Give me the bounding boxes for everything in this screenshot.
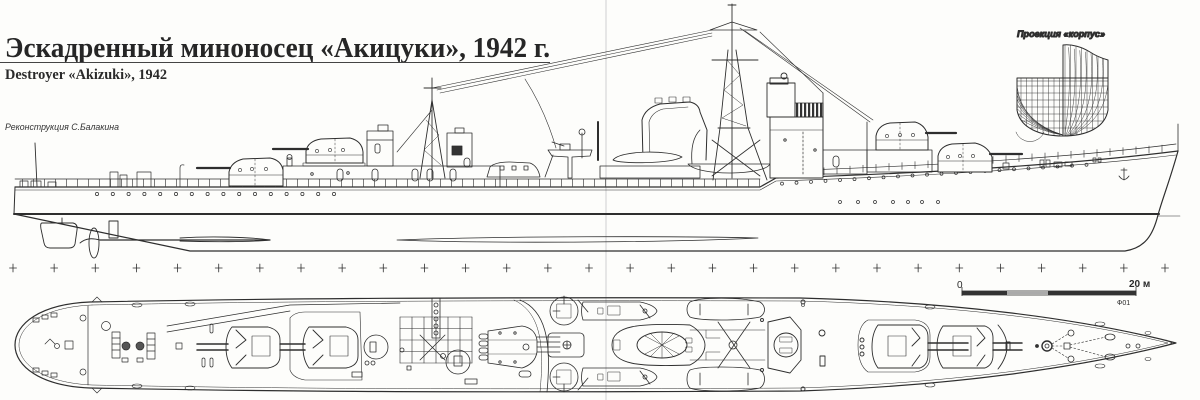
cutter-boats-plan	[581, 301, 658, 387]
scale-bar: 0 20 м Ф01	[957, 279, 1150, 307]
station-marker	[91, 263, 100, 273]
station-marker	[667, 263, 676, 273]
plan-hull-outline	[14, 297, 1177, 393]
station-marker	[708, 263, 717, 273]
gun-turret-2-plan	[857, 319, 969, 373]
station-marker	[1078, 263, 1087, 273]
title-english: Destroyer «Akizuki», 1942	[5, 67, 167, 83]
aft-searchlight-plan	[351, 334, 389, 378]
station-marker	[914, 263, 923, 273]
station-marker	[297, 263, 305, 273]
foremast-plan	[689, 321, 766, 369]
aft-mast	[396, 77, 446, 179]
station-marker	[790, 263, 799, 273]
funnel-plan	[611, 323, 706, 367]
station-marker	[1161, 263, 1169, 273]
scale-start-label: 0	[957, 280, 963, 291]
station-marker	[379, 263, 388, 273]
station-marker	[420, 263, 429, 273]
station-marker	[502, 263, 511, 273]
funnel-side	[612, 96, 708, 164]
gun-turret-3-side	[271, 137, 366, 167]
keel-and-stem	[13, 150, 1179, 252]
portholes	[95, 162, 1089, 204]
station-marker	[749, 263, 758, 273]
station-marker	[9, 263, 17, 273]
aa-gun-platform	[547, 121, 701, 179]
body-plan-label: Проекция «корпус»	[1017, 29, 1105, 39]
cutter-boat-side	[687, 129, 771, 177]
station-marker	[132, 263, 141, 273]
bilge-keel	[396, 236, 759, 243]
station-marker	[255, 263, 264, 273]
title-block: Эскадренный миноносец «Акицуки», 1942 г.…	[0, 32, 550, 133]
aft-deck-fittings	[19, 164, 185, 188]
station-markers-row	[9, 263, 1169, 273]
torpedo-launcher-plan	[478, 299, 561, 393]
aft-mast-plan	[399, 297, 478, 385]
station-marker	[214, 263, 223, 273]
body-plan-view: Проекция «корпус»	[1015, 29, 1109, 142]
station-marker	[461, 263, 470, 273]
station-marker	[173, 263, 182, 273]
station-marker	[1119, 263, 1128, 273]
side-profile-view	[13, 3, 1181, 259]
aft-searchlight-tower	[366, 124, 394, 167]
drawing-code: Ф01	[1117, 300, 1130, 307]
bollards	[131, 301, 1152, 391]
station-marker	[996, 263, 1005, 273]
forecastle-fittings	[1002, 157, 1102, 170]
gun-turret-3-plan	[279, 311, 363, 381]
aa-gun-tubs-plan	[547, 295, 589, 393]
station-marker	[543, 263, 552, 273]
breakwater	[997, 324, 1008, 370]
aft-railing	[15, 179, 760, 187]
anchor-icon	[1118, 167, 1130, 181]
rudder	[40, 222, 78, 249]
body-plan-grid	[1017, 44, 1108, 137]
gun-turret-4-plan	[196, 326, 281, 369]
station-marker	[955, 263, 964, 273]
rudder-and-propeller	[40, 217, 271, 259]
plan-view	[14, 295, 1177, 394]
stern-fittings	[32, 296, 401, 394]
station-marker	[338, 263, 347, 273]
torpedo-launcher-side	[486, 154, 554, 178]
reconstruction-credit: Реконструкция С.Балакина	[5, 122, 119, 133]
mast-deckhouse	[446, 127, 473, 168]
station-marker	[50, 263, 59, 273]
station-marker	[831, 263, 840, 273]
station-marker	[585, 263, 593, 273]
gun-turret-4-side	[195, 157, 284, 187]
station-marker	[1037, 263, 1046, 273]
anchor-gear-plan	[1035, 329, 1173, 363]
bridge-structure	[766, 72, 824, 179]
propeller	[88, 227, 100, 259]
gun-turret-2-side	[866, 121, 958, 173]
title-russian: Эскадренный миноносец «Акицуки», 1942 г.	[5, 32, 550, 64]
station-marker	[626, 263, 635, 273]
scale-end-label: 20 м	[1129, 279, 1150, 290]
gun-turret-1-plan	[936, 324, 1023, 370]
foremast	[709, 3, 874, 181]
station-marker	[873, 263, 881, 273]
bridge-plan	[760, 299, 826, 392]
launch-boat	[612, 151, 683, 164]
motor-boats-plan	[686, 297, 765, 392]
gun-turret-1-side	[937, 142, 1024, 173]
forward-deckhouse	[822, 121, 868, 175]
aerial-wires	[431, 29, 713, 149]
